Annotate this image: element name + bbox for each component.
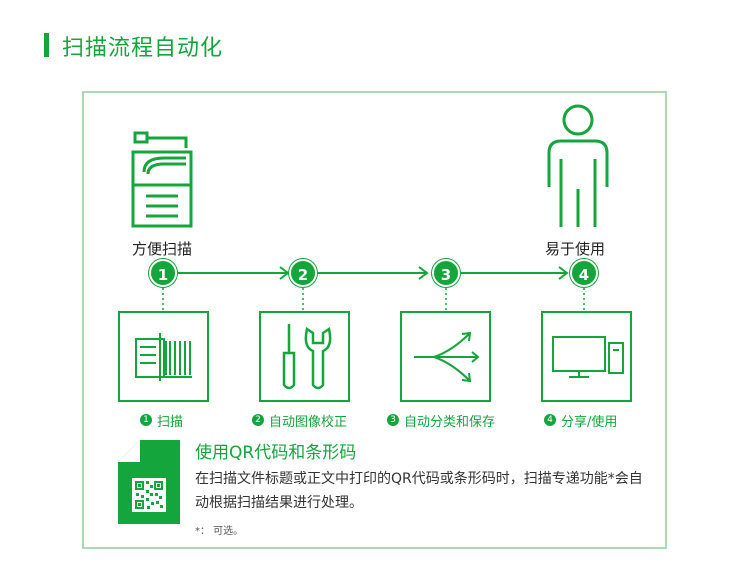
qr-document-icon (118, 440, 180, 524)
label-convenient-scan: 方便扫描 (132, 240, 193, 258)
step-4-box (541, 311, 632, 402)
person-icon (547, 104, 609, 227)
step-4-caption-number: 4 (544, 414, 556, 426)
step-3-caption-text: 自动分类和保存 (404, 414, 496, 430)
scanner-document-icon (135, 333, 192, 381)
step-3-caption: 3 自动分类和保存 (387, 411, 496, 430)
step-4-caption-text: 分享/使用 (561, 414, 618, 430)
step-2-caption-number: 2 (252, 414, 264, 426)
step-3-caption-number: 3 (387, 414, 399, 426)
step-1-caption-text: 扫描 (157, 414, 184, 430)
step-2-caption-text: 自动图像校正 (269, 414, 348, 430)
title-accent-bar (44, 33, 49, 57)
qr-section-description: 在扫描文件标题或正文中打印的QR代码或条形码时，扫描专递功能*会自动根据扫描结果… (195, 471, 643, 511)
step-2-caption: 2 自动图像校正 (252, 411, 348, 430)
step-3-marker: 3 (432, 259, 460, 287)
monitor-icon (552, 336, 624, 378)
diagram-frame (82, 91, 667, 549)
screwdriver-wrench-icon (282, 323, 332, 390)
page-title: 扫描流程自动化 (62, 36, 224, 61)
step-1-box (118, 311, 209, 402)
step-1-caption: 1 扫描 (140, 411, 184, 430)
optional-footnote: *： 可选。 (195, 526, 244, 537)
step-4-marker: 4 (570, 259, 598, 287)
step-1-caption-number: 1 (140, 414, 152, 426)
step-4-caption: 4 分享/使用 (544, 411, 618, 430)
step-2-box (259, 311, 350, 402)
label-easy-use: 易于使用 (545, 240, 606, 258)
qr-section-title: 使用QR代码和条形码 (195, 443, 357, 463)
step-3-box (400, 311, 491, 402)
printer-icon (131, 131, 193, 228)
step-2-marker: 2 (289, 259, 317, 287)
step-1-marker: 1 (149, 259, 177, 287)
split-arrows-icon (414, 331, 480, 383)
